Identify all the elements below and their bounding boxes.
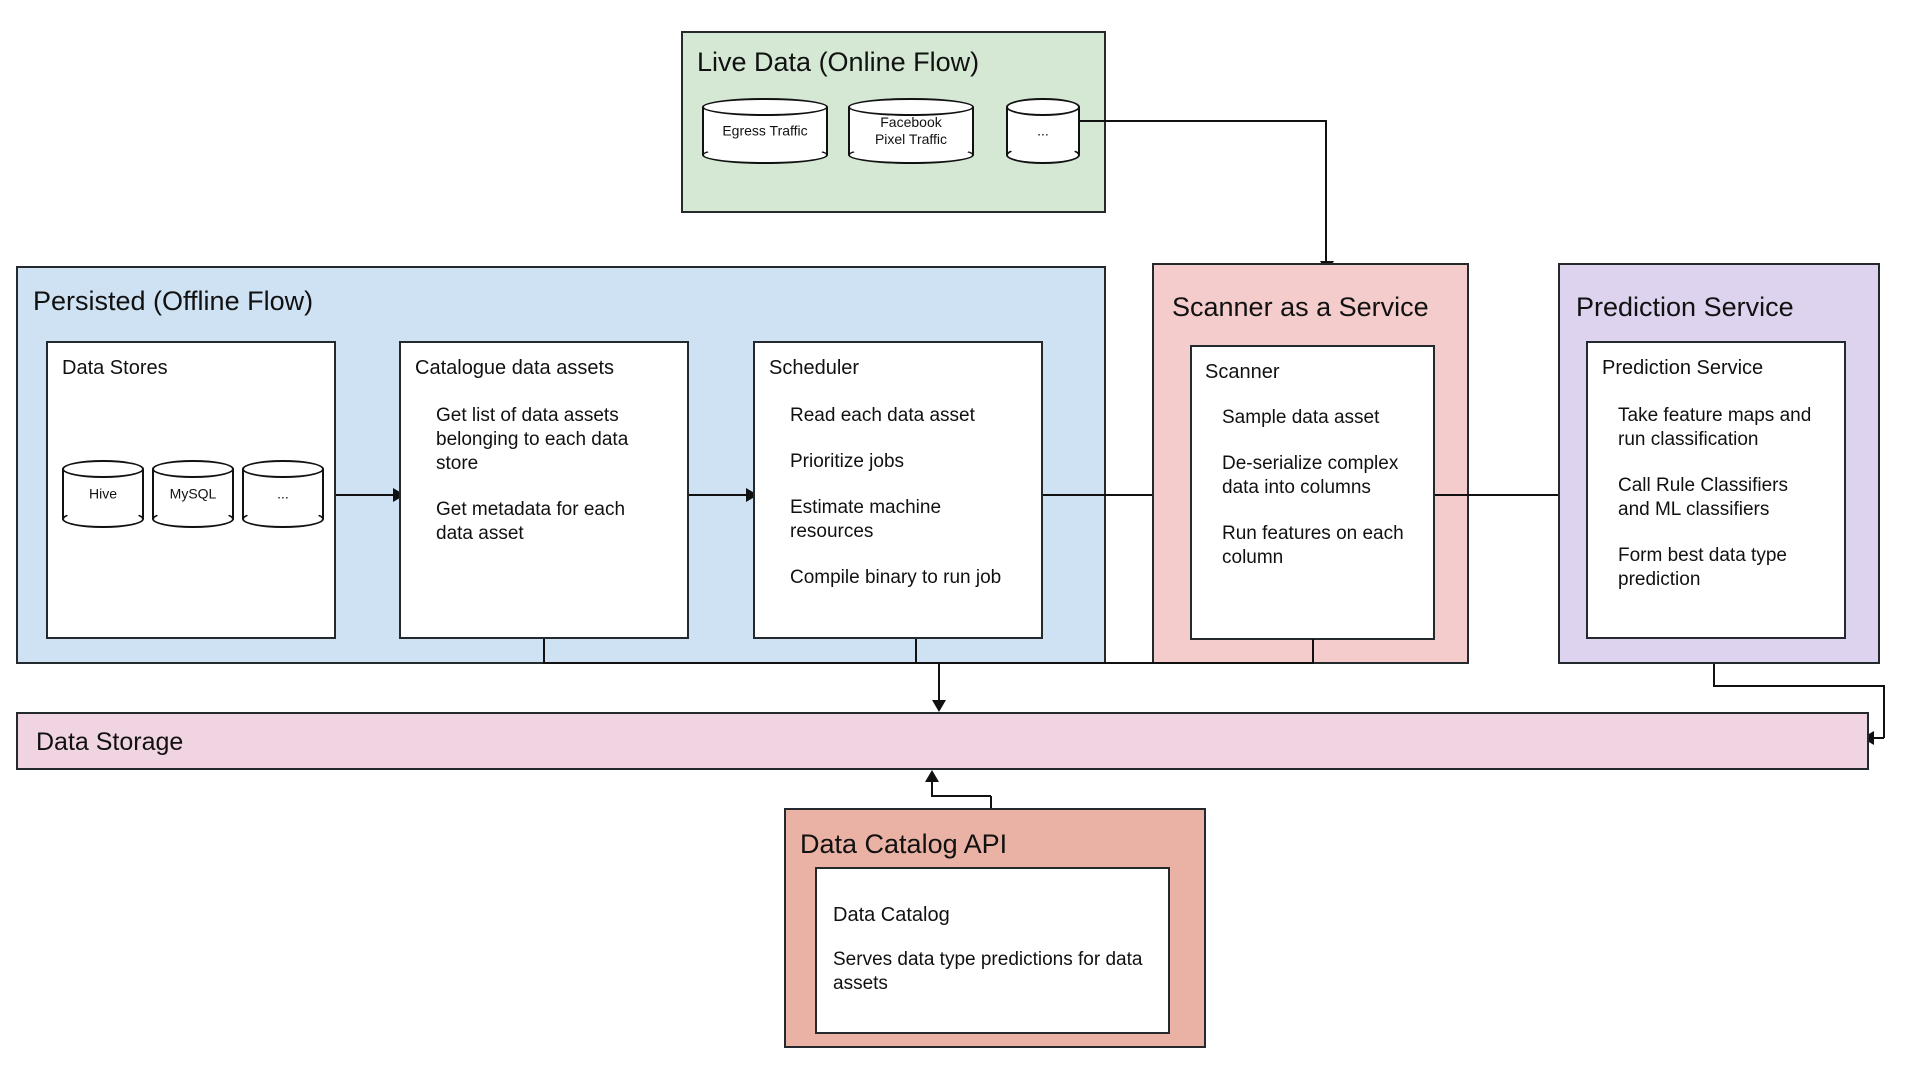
bullet-item: Serves data type predictions for data as… (833, 949, 1143, 994)
cylinder-top (242, 460, 324, 478)
card-data-catalog-title: Data Catalog (833, 904, 950, 926)
cylinder-top (62, 460, 144, 478)
bullet-item: Read each data asset (790, 405, 975, 426)
card-scanner-bullets: Sample data asset De-serialize complex d… (1222, 406, 1412, 570)
connector-catalogue-right (543, 662, 940, 664)
bullet-item: Compile binary to run job (790, 567, 1002, 588)
card-prediction-service-bullets: Take feature maps and run classification… (1618, 404, 1823, 592)
group-live-data-title: Live Data (Online Flow) (697, 47, 980, 77)
arrowhead-catalog-api-into-storage (925, 770, 939, 782)
cylinder-bottom (242, 510, 324, 528)
card-data-catalog-bullets: Serves data type predictions for data as… (833, 948, 1143, 996)
card-scheduler-title: Scheduler (769, 357, 860, 379)
card-scheduler-bullets: Read each data asset Prioritize jobs Est… (790, 404, 1005, 590)
group-prediction-service-title: Prediction Service (1576, 292, 1794, 322)
connector-prediction-right-down (1883, 685, 1885, 738)
connector-scanner-down (1312, 639, 1314, 663)
connector-scanner-left (938, 662, 1314, 664)
connector-catalog-api-left (931, 795, 991, 797)
connector-live-to-scanner-h (1080, 120, 1326, 122)
bullet-item: Prioritize jobs (790, 451, 905, 472)
card-scanner-title: Scanner (1205, 361, 1280, 383)
cylinder-bottom (702, 146, 828, 164)
bullet-item: Estimate machine resources (790, 497, 942, 542)
connector-stores-to-catalogue (336, 494, 395, 496)
bullet-item: Form best data type prediction (1618, 545, 1787, 590)
card-catalogue-data-assets (399, 341, 689, 639)
cylinder-label: ... (1037, 122, 1049, 139)
connector-prediction-right (1713, 685, 1885, 687)
cylinder-mysql: MySQL (152, 460, 234, 528)
cylinder-label: ... (277, 485, 289, 502)
bullet-item: De-serialize complex data into columns (1222, 453, 1399, 498)
card-data-catalog (815, 867, 1170, 1034)
cylinder-hive: Hive (62, 460, 144, 528)
cylinder-top (152, 460, 234, 478)
cylinder-label: Egress Traffic (722, 122, 808, 139)
group-scanner-as-a-service-title: Scanner as a Service (1172, 292, 1429, 322)
card-data-stores-title: Data Stores (62, 357, 168, 379)
bullet-item: Take feature maps and run classification (1618, 405, 1812, 450)
bullet-item: Get list of data assets belonging to eac… (436, 405, 629, 474)
card-scheduler (753, 341, 1043, 639)
connector-storage-trunk (938, 662, 940, 702)
cylinder-facebook-pixel-traffic: Facebook Pixel Traffic (848, 98, 974, 164)
cylinder-label: Facebook Pixel Traffic (874, 114, 948, 147)
bullet-item: Sample data asset (1222, 407, 1380, 428)
group-persisted-offline-title: Persisted (Offline Flow) (33, 286, 314, 316)
cylinder-bottom (152, 510, 234, 528)
arrowhead-into-data-storage (932, 700, 946, 712)
cylinder-top (848, 98, 974, 116)
connector-prediction-down (1713, 664, 1715, 686)
card-prediction-service-title: Prediction Service (1602, 357, 1764, 379)
bullet-item: Call Rule Classifiers and ML classifiers (1618, 475, 1788, 520)
cylinder-top (1006, 98, 1080, 116)
connector-scheduler-to-scanner (1043, 494, 1186, 496)
bullet-item: Run features on each column (1222, 523, 1404, 568)
cylinder-live-data-more: ... (1006, 98, 1080, 164)
connector-catalogue-to-scheduler (689, 494, 748, 496)
bar-data-storage-title: Data Storage (36, 728, 184, 756)
cylinder-bottom (1006, 146, 1080, 164)
connector-live-to-scanner-v (1325, 120, 1327, 263)
connector-catalog-api-to-storage (931, 782, 933, 796)
cylinder-top (702, 98, 828, 116)
bullet-item: Get metadata for each data asset (436, 499, 626, 544)
card-scanner (1190, 345, 1435, 640)
cylinder-data-stores-more: ... (242, 460, 324, 528)
connector-scheduler-down (915, 639, 917, 663)
cylinder-label: Hive (88, 485, 117, 502)
connector-prediction-into-storage (1868, 737, 1884, 739)
group-data-catalog-api-title: Data Catalog API (800, 829, 1008, 859)
bar-data-storage (16, 712, 1869, 770)
card-catalogue-data-assets-bullets: Get list of data assets belonging to eac… (436, 404, 656, 546)
cylinder-bottom (848, 146, 974, 164)
cylinder-bottom (62, 510, 144, 528)
cylinder-egress-traffic: Egress Traffic (702, 98, 828, 164)
connector-catalogue-down (543, 639, 545, 663)
cylinder-label: MySQL (169, 485, 217, 502)
connector-scanner-to-prediction (1435, 494, 1575, 496)
card-prediction-service (1586, 341, 1846, 639)
card-catalogue-data-assets-title: Catalogue data assets (415, 357, 615, 379)
